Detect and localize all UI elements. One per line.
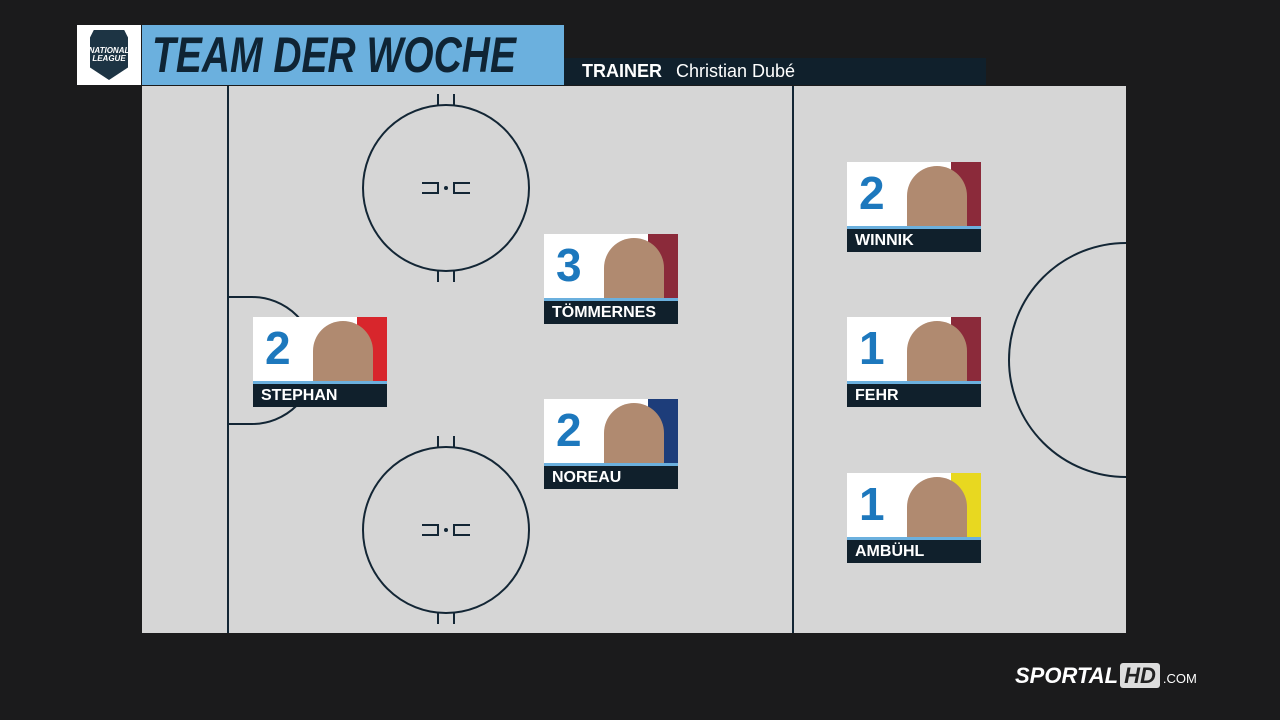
player-name: FEHR	[847, 384, 981, 407]
selection-count: 1	[859, 478, 885, 530]
player-name: TÖMMERNES	[544, 301, 678, 324]
player-photo	[907, 477, 967, 537]
page-title: TEAM DER WOCHE	[152, 27, 516, 83]
trainer-name: Christian Dubé	[676, 61, 796, 81]
player-photo	[313, 321, 373, 381]
card-top: 1	[847, 473, 981, 537]
divider	[253, 381, 387, 384]
selection-count: 2	[859, 167, 885, 219]
player-name: STEPHAN	[253, 384, 387, 407]
card-top: 3	[544, 234, 678, 298]
title-banner: TEAM DER WOCHE	[142, 25, 564, 85]
trainer-label: TRAINER	[582, 61, 662, 81]
selection-count: 3	[556, 239, 582, 291]
divider	[847, 381, 981, 384]
card-top: 2	[544, 399, 678, 463]
selection-count: 1	[859, 322, 885, 374]
player-name: WINNIK	[847, 229, 981, 252]
player-photo	[604, 403, 664, 463]
card-top: 1	[847, 317, 981, 381]
divider	[544, 298, 678, 301]
trainer-bar: TRAINER Christian Dubé	[564, 58, 986, 85]
divider	[847, 226, 981, 229]
player-name: NOREAU	[544, 466, 678, 489]
divider	[847, 537, 981, 540]
divider	[544, 463, 678, 466]
player-name: AMBÜHL	[847, 540, 981, 563]
card-top: 2	[253, 317, 387, 381]
player-photo	[907, 166, 967, 226]
player-photo	[604, 238, 664, 298]
selection-count: 2	[265, 322, 291, 374]
selection-count: 2	[556, 404, 582, 456]
card-top: 2	[847, 162, 981, 226]
player-photo	[907, 321, 967, 381]
